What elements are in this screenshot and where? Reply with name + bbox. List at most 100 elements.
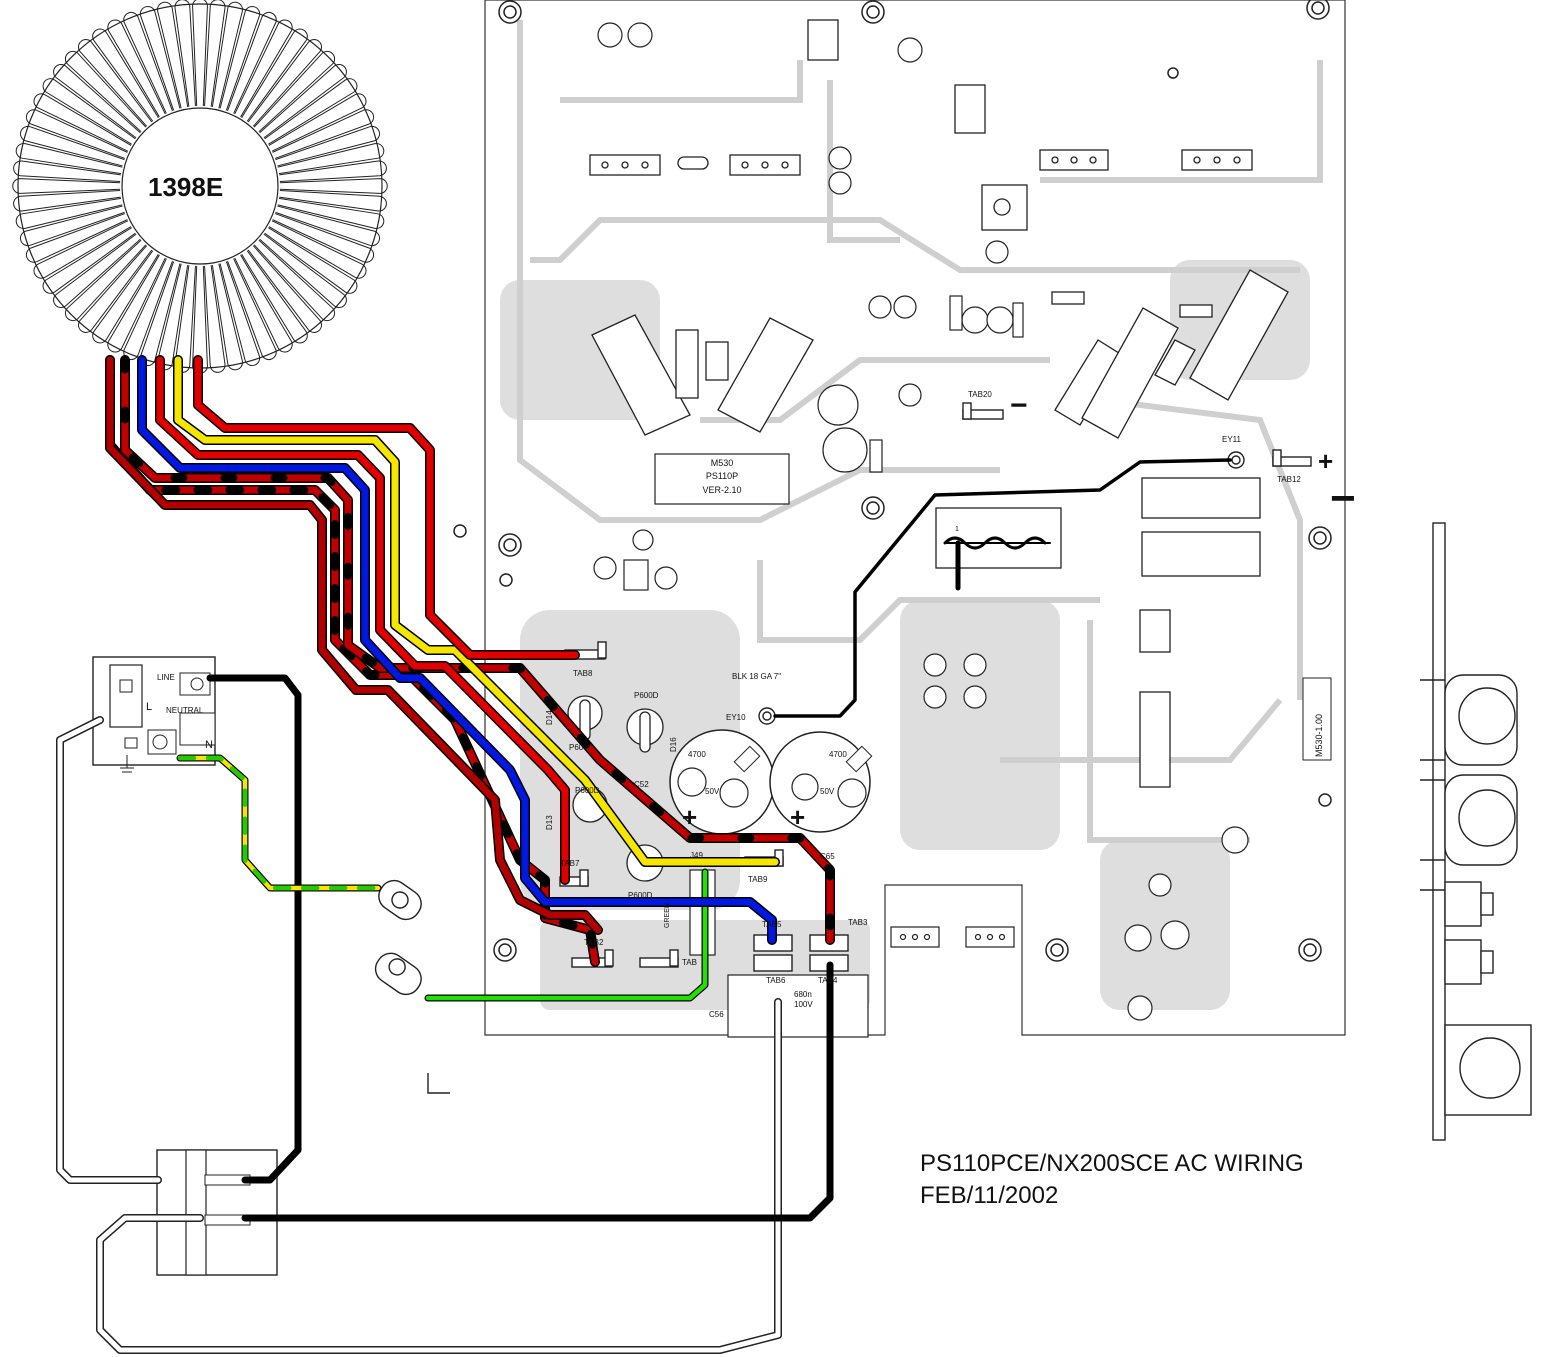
winding-loop (241, 28, 308, 122)
winding-loop (33, 93, 132, 152)
winding-loop (33, 220, 132, 279)
c56-value: 680n (794, 990, 812, 999)
ey10-label: EY10 (726, 713, 746, 722)
tab2-label: TAB2 (584, 938, 604, 947)
p600-left: P600 (569, 743, 588, 752)
winding-loop (92, 250, 159, 344)
pcb-traces (517, 20, 1323, 843)
winding-loop (20, 205, 125, 247)
n-label: N (205, 739, 213, 751)
winding-loop (42, 78, 136, 145)
cap2-voltage: 50V (820, 787, 835, 796)
tab20-label: TAB20 (968, 390, 992, 399)
winding-loop (247, 39, 322, 127)
p600d-mid: P600D (575, 786, 600, 795)
winding-loop (15, 197, 123, 229)
winding-loop (268, 220, 367, 279)
winding-loop (53, 64, 141, 139)
winding-loop (78, 245, 153, 333)
winding-loop (53, 233, 141, 308)
board-name-1: M530 (711, 458, 734, 468)
l-label: L (146, 701, 152, 713)
winding-loop (277, 143, 385, 175)
winding-loop (253, 239, 336, 322)
winding-loop (259, 233, 347, 308)
tab8-label: TAB8 (573, 669, 593, 678)
plus-sign: + (1318, 446, 1333, 476)
winding-loop (219, 261, 261, 366)
winding-loop (78, 39, 153, 127)
d13-label: D13 (545, 815, 554, 830)
board-connectors (689, 869, 1015, 1038)
tab4-label: TAB4 (818, 976, 838, 985)
ey11-label: EY11 (1222, 435, 1242, 444)
diagram-caption: PS110PCE/NX200SCE AC WIRING FEB/11/2002 (920, 1148, 1304, 1212)
minus-sign-board: − (1330, 474, 1356, 523)
pin-one-label: 1 (955, 526, 959, 533)
regulators (589, 19, 1253, 231)
p600d-top: P600D (634, 691, 659, 700)
tab5-label: TAB5 (762, 920, 782, 929)
diagram-title: PS110PCE/NX200SCE AC WIRING (920, 1150, 1304, 1177)
cap2-value: 4700 (829, 750, 847, 759)
transformer-label: 1398E (148, 172, 223, 202)
winding-loop (277, 197, 385, 229)
board-label-box (654, 453, 790, 505)
board-id: M530-1.00 (1314, 714, 1324, 757)
winding-loop (234, 254, 293, 353)
diagram-date: FEB/11/2002 (920, 1182, 1059, 1209)
winding-loop (204, 265, 226, 373)
winding-loop (42, 227, 136, 294)
winding-loop (279, 178, 388, 194)
tab-label: TAB (682, 958, 697, 967)
wire-note: BLK 18 GA 7" (732, 672, 781, 681)
neutral-label: NEUTRAL (166, 706, 204, 715)
pcb-board: + + (453, 0, 1346, 1038)
power-entry-module (92, 656, 216, 773)
c65-label: C65 (820, 852, 835, 861)
tab12-label: TAB12 (1277, 475, 1301, 484)
power-resistors (591, 269, 1289, 577)
c56-voltage: 100V (794, 1000, 813, 1009)
winding-loop (268, 93, 367, 152)
winding-loop (12, 178, 121, 194)
j49-label: J49 (690, 851, 703, 860)
winding-loop (123, 11, 173, 114)
tab6-label: TAB6 (766, 976, 786, 985)
winding-loop (211, 263, 243, 371)
winding-loop (264, 78, 358, 145)
small-caps (593, 22, 1249, 1021)
ics (1139, 609, 1171, 788)
winding-loop (64, 239, 147, 322)
c52-label: C52 (634, 780, 649, 789)
rear-panel (1420, 522, 1532, 1141)
board-name-3: VER-2.10 (702, 485, 741, 495)
winding-loop (64, 50, 147, 133)
cap1-value: 4700 (688, 750, 706, 759)
winding-loop (107, 19, 166, 118)
winding-loop (13, 160, 121, 182)
winding-loop (272, 213, 375, 263)
winding-loop (15, 143, 123, 175)
cap2-plus: + (790, 802, 805, 832)
board-name-2: PS110P (706, 471, 738, 481)
winding-loop (259, 64, 347, 139)
line-label: LINE (157, 673, 175, 682)
cap1-voltage: 50V (705, 787, 720, 796)
winding-loop (25, 109, 128, 159)
p600d-bottom: P600D (628, 891, 653, 900)
eyelets (758, 451, 1245, 725)
winding-loop (139, 6, 181, 111)
winding-loop (227, 11, 277, 114)
winding-loop (234, 19, 293, 118)
minus-sign-tab20: − (1010, 389, 1028, 422)
corner-mark (427, 1073, 450, 1094)
d14-label: D14 (545, 710, 554, 725)
filter-caps: + + (669, 729, 873, 835)
winding-loop (247, 245, 322, 333)
winding-loop (275, 205, 380, 247)
cap1-plus: + (682, 802, 697, 832)
tab3-label: TAB3 (848, 918, 868, 927)
tab9-label: TAB9 (748, 875, 768, 884)
